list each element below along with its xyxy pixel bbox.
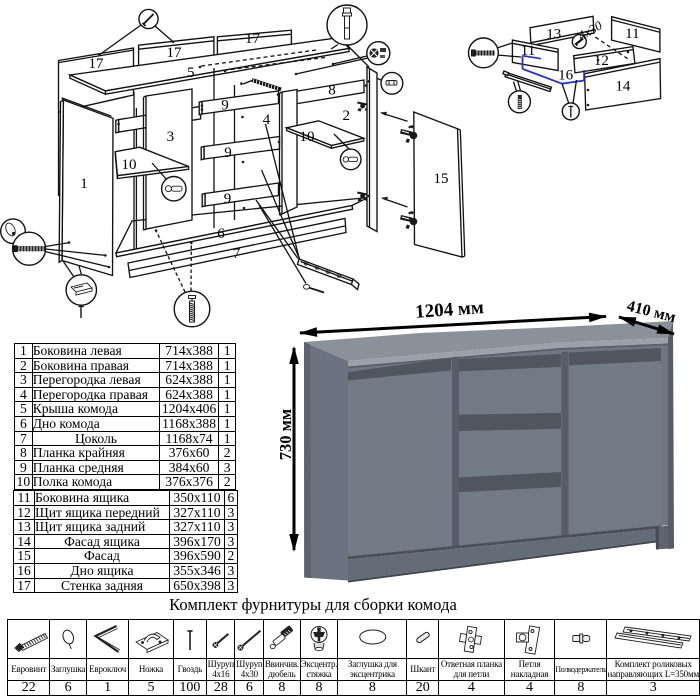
svg-text:1204 мм: 1204 мм [415, 297, 485, 323]
svg-text:17: 17 [245, 31, 261, 47]
svg-text:11: 11 [625, 26, 639, 42]
svg-text:13: 13 [546, 27, 561, 43]
svg-text:7: 7 [233, 246, 241, 262]
svg-text:12: 12 [594, 53, 609, 69]
svg-text:8: 8 [328, 83, 336, 99]
svg-text:17: 17 [167, 45, 183, 61]
svg-text:16: 16 [558, 68, 574, 84]
svg-text:2: 2 [343, 108, 351, 124]
svg-text:1: 1 [80, 176, 88, 192]
svg-text:14: 14 [615, 79, 631, 95]
svg-text:3: 3 [167, 129, 175, 145]
svg-text:9: 9 [224, 191, 232, 207]
svg-text:15: 15 [434, 171, 449, 187]
svg-text:10: 10 [300, 129, 315, 145]
svg-text:6: 6 [217, 226, 225, 242]
svg-text:10: 10 [122, 157, 137, 173]
svg-text:5: 5 [187, 65, 195, 81]
svg-text:9: 9 [221, 98, 229, 114]
svg-text:4: 4 [263, 112, 271, 128]
svg-text:9: 9 [224, 145, 232, 161]
svg-text:17: 17 [89, 56, 105, 72]
svg-text:730 мм: 730 мм [276, 409, 295, 460]
